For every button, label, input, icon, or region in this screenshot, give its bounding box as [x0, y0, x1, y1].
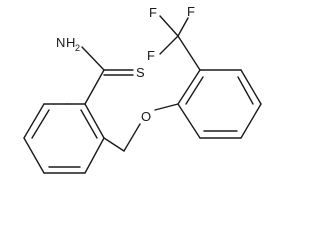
bond	[103, 137, 125, 152]
bond	[177, 17, 189, 37]
fluorine-label-top: F	[149, 5, 157, 20]
bond	[23, 103, 45, 139]
double-bond-inner	[237, 76, 254, 105]
double-bond-inner	[31, 109, 50, 139]
oxygen-label: O	[141, 109, 151, 124]
bond	[159, 15, 179, 37]
amine-hydrogen-label: H	[66, 35, 75, 50]
bond	[177, 69, 201, 105]
double-bond-inner	[185, 76, 204, 105]
bond	[84, 69, 105, 105]
bond	[177, 35, 201, 71]
bond	[81, 46, 105, 71]
bond	[84, 103, 105, 139]
fluorine-label-right: F	[187, 4, 195, 19]
trifluoromethyl-group: F F F	[147, 4, 201, 71]
sulfur-label: S	[136, 65, 145, 80]
thioamide-group: N H 2 S	[56, 35, 145, 105]
bond	[159, 35, 179, 55]
amine-nitrogen-label: N	[56, 35, 65, 50]
right-benzene-ring	[177, 69, 262, 139]
structure-canvas: N H 2 S O F F F	[23, 4, 262, 174]
bond	[154, 103, 179, 111]
left-benzene-ring	[23, 103, 105, 174]
bond	[240, 103, 262, 139]
fluorine-label-left: F	[147, 48, 155, 63]
chemical-structure: N H 2 S O F F F	[23, 4, 262, 174]
bond	[84, 137, 105, 174]
bond	[240, 69, 262, 105]
bond	[123, 123, 141, 152]
bond	[177, 103, 201, 139]
amine-subscript: 2	[75, 43, 80, 53]
double-bond-inner	[80, 109, 98, 139]
bond	[23, 137, 45, 174]
ether-linker: O	[103, 103, 179, 152]
